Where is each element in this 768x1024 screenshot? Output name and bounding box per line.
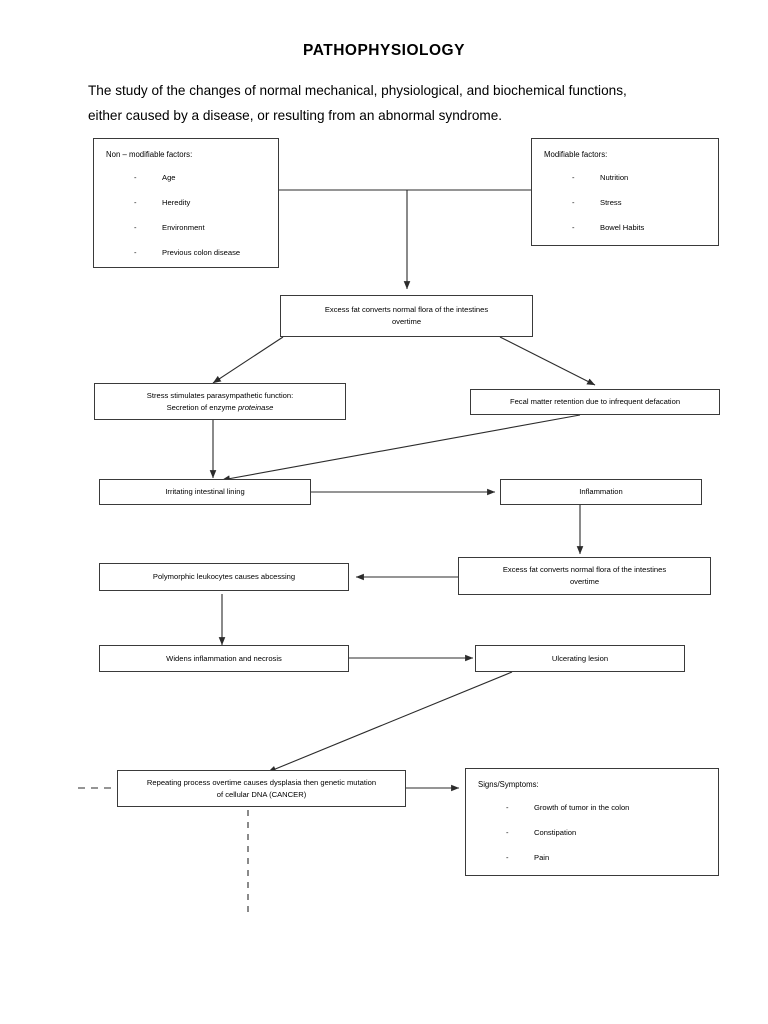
bullet-dash: - xyxy=(572,173,575,182)
node-label: Polymorphic leukocytes causes abcessing xyxy=(152,572,296,581)
bullet-dash: - xyxy=(572,198,575,207)
node-label: Irritating intestinal lining xyxy=(165,487,245,496)
node-label-line-1: Repeating process overtime causes dyspla… xyxy=(146,777,377,787)
signs-symptoms-list: - Growth of tumor in the colon - Constip… xyxy=(478,802,706,864)
modifiable-header: Modifiable factors: xyxy=(544,150,608,159)
list-item-label: Bowel Habits xyxy=(600,223,645,232)
bullet-dash: - xyxy=(572,223,575,232)
list-item: - Age xyxy=(106,172,266,184)
list-item-label: Heredity xyxy=(162,198,191,207)
node-label-line-1: Excess fat converts normal flora of the … xyxy=(324,305,489,314)
node-label-line-2: overtime xyxy=(569,577,600,586)
wire-fecal-to-irritating xyxy=(221,414,581,482)
list-item: - Environment xyxy=(106,222,266,234)
bullet-dash: - xyxy=(506,853,509,862)
node-label-line-2: of cellular DNA (CANCER) xyxy=(216,789,307,799)
node-label-line-2: overtime xyxy=(391,317,422,326)
list-item: - Previous colon disease xyxy=(106,247,266,259)
node-label: Inflammation xyxy=(579,487,623,496)
modifiable-list: - Nutrition - Stress - Bowel Habits xyxy=(544,172,706,234)
node-stress-stimulates-parasympathetic[interactable]: Stress stimulates parasympathetic functi… xyxy=(94,383,346,420)
node-label-line-2-prefix: Secretion of enzyme xyxy=(166,402,238,412)
node-modifiable-factors[interactable]: Modifiable factors: - Nutrition - Stress… xyxy=(531,138,719,246)
node-label: Fecal matter retention due to infrequent… xyxy=(509,397,681,406)
node-label: Repeating process overtime causes dyspla… xyxy=(147,777,376,801)
node-fecal-matter-retention[interactable]: Fecal matter retention due to infrequent… xyxy=(470,389,720,415)
wire-excessfat1-to-stress xyxy=(212,336,284,384)
list-item: - Growth of tumor in the colon xyxy=(478,802,706,814)
node-label: Widens inflammation and necrosis xyxy=(166,653,282,663)
list-item: - Nutrition xyxy=(544,172,706,184)
node-label: Ulcerating lesion xyxy=(551,653,609,663)
node-signs-symptoms[interactable]: Signs/Symptoms: - Growth of tumor in the… xyxy=(465,768,719,876)
signs-symptoms-header: Signs/Symptoms: xyxy=(478,780,539,789)
list-item-label: Nutrition xyxy=(600,173,629,182)
list-item: - Stress xyxy=(544,197,706,209)
bullet-dash: - xyxy=(134,223,137,232)
node-inflammation[interactable]: Inflammation xyxy=(500,479,702,505)
list-item-label: Age xyxy=(162,173,176,182)
bullet-dash: - xyxy=(134,173,137,182)
page-title: PATHOPHYSIOLOGY xyxy=(303,42,465,59)
node-label: Excess fat converts normal flora of the … xyxy=(503,564,666,588)
bullet-dash: - xyxy=(134,248,137,257)
node-cancer-dysplasia-mutation[interactable]: Repeating process overtime causes dyspla… xyxy=(117,770,406,807)
node-excess-fat-converts-flora-1[interactable]: Excess fat converts normal flora of the … xyxy=(280,295,533,337)
node-label-line-1: Stress stimulates parasympathetic functi… xyxy=(146,390,294,400)
node-ulcerating-lesion[interactable]: Ulcerating lesion xyxy=(475,645,685,672)
bullet-dash: - xyxy=(506,828,509,837)
non-modifiable-list: - Age - Heredity - Environment - Previou… xyxy=(106,172,266,259)
list-item: - Heredity xyxy=(106,197,266,209)
wire-ulcerating-to-cancer xyxy=(267,671,513,773)
node-non-modifiable-factors[interactable]: Non – modifiable factors: - Age - Heredi… xyxy=(93,138,279,268)
node-label-line-2-italic: proteinase xyxy=(237,402,274,412)
bullet-dash: - xyxy=(134,198,137,207)
list-item-label: Pain xyxy=(534,853,550,862)
intro-line-2: either caused by a disease, or resulting… xyxy=(88,108,503,123)
list-item: - Constipation xyxy=(478,827,706,839)
node-label-line-1: Excess fat converts normal flora of the … xyxy=(502,565,667,574)
bullet-dash: - xyxy=(506,803,509,812)
list-item: - Pain xyxy=(478,852,706,864)
list-item-label: Previous colon disease xyxy=(162,248,241,257)
node-polymorphic-leukocytes-abcessing[interactable]: Polymorphic leukocytes causes abcessing xyxy=(99,563,349,591)
node-label: Excess fat converts normal flora of the … xyxy=(325,304,488,328)
list-item-label: Environment xyxy=(162,223,205,232)
list-item-label: Constipation xyxy=(534,828,577,837)
list-item-label: Growth of tumor in the colon xyxy=(534,803,630,812)
intro-line-1: The study of the changes of normal mecha… xyxy=(88,83,627,98)
node-widens-inflammation-necrosis[interactable]: Widens inflammation and necrosis xyxy=(99,645,349,672)
node-excess-fat-converts-flora-2[interactable]: Excess fat converts normal flora of the … xyxy=(458,557,711,595)
list-item-label: Stress xyxy=(600,198,622,207)
node-label: Stress stimulates parasympathetic functi… xyxy=(147,390,293,414)
node-irritating-intestinal-lining[interactable]: Irritating intestinal lining xyxy=(99,479,311,505)
non-modifiable-header: Non – modifiable factors: xyxy=(106,150,193,159)
wire-excessfat1-to-fecal xyxy=(499,336,596,386)
intro-paragraph: The study of the changes of normal mecha… xyxy=(88,78,728,128)
list-item: - Bowel Habits xyxy=(544,222,706,234)
